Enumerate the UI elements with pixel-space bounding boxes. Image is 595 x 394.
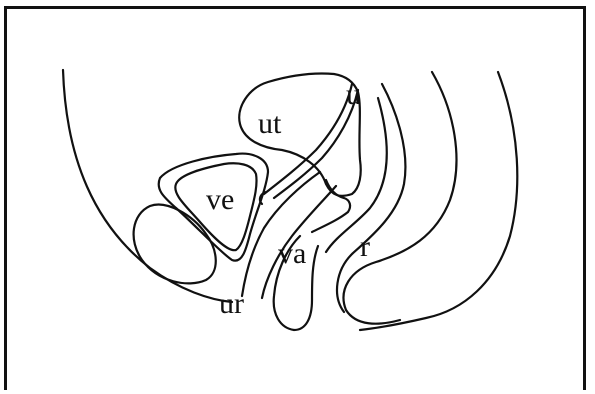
label-rectum: r — [360, 230, 370, 263]
label-vagina: va — [278, 237, 306, 270]
label-uterus: ut — [258, 107, 282, 140]
vagina-anterior-wall — [242, 172, 320, 296]
posterior-outline — [360, 72, 517, 330]
label-vesica: ve — [206, 183, 234, 216]
label-ureter: u — [346, 78, 361, 111]
pubic-bone-outline — [134, 205, 216, 284]
label-urethra: ur — [219, 287, 244, 320]
